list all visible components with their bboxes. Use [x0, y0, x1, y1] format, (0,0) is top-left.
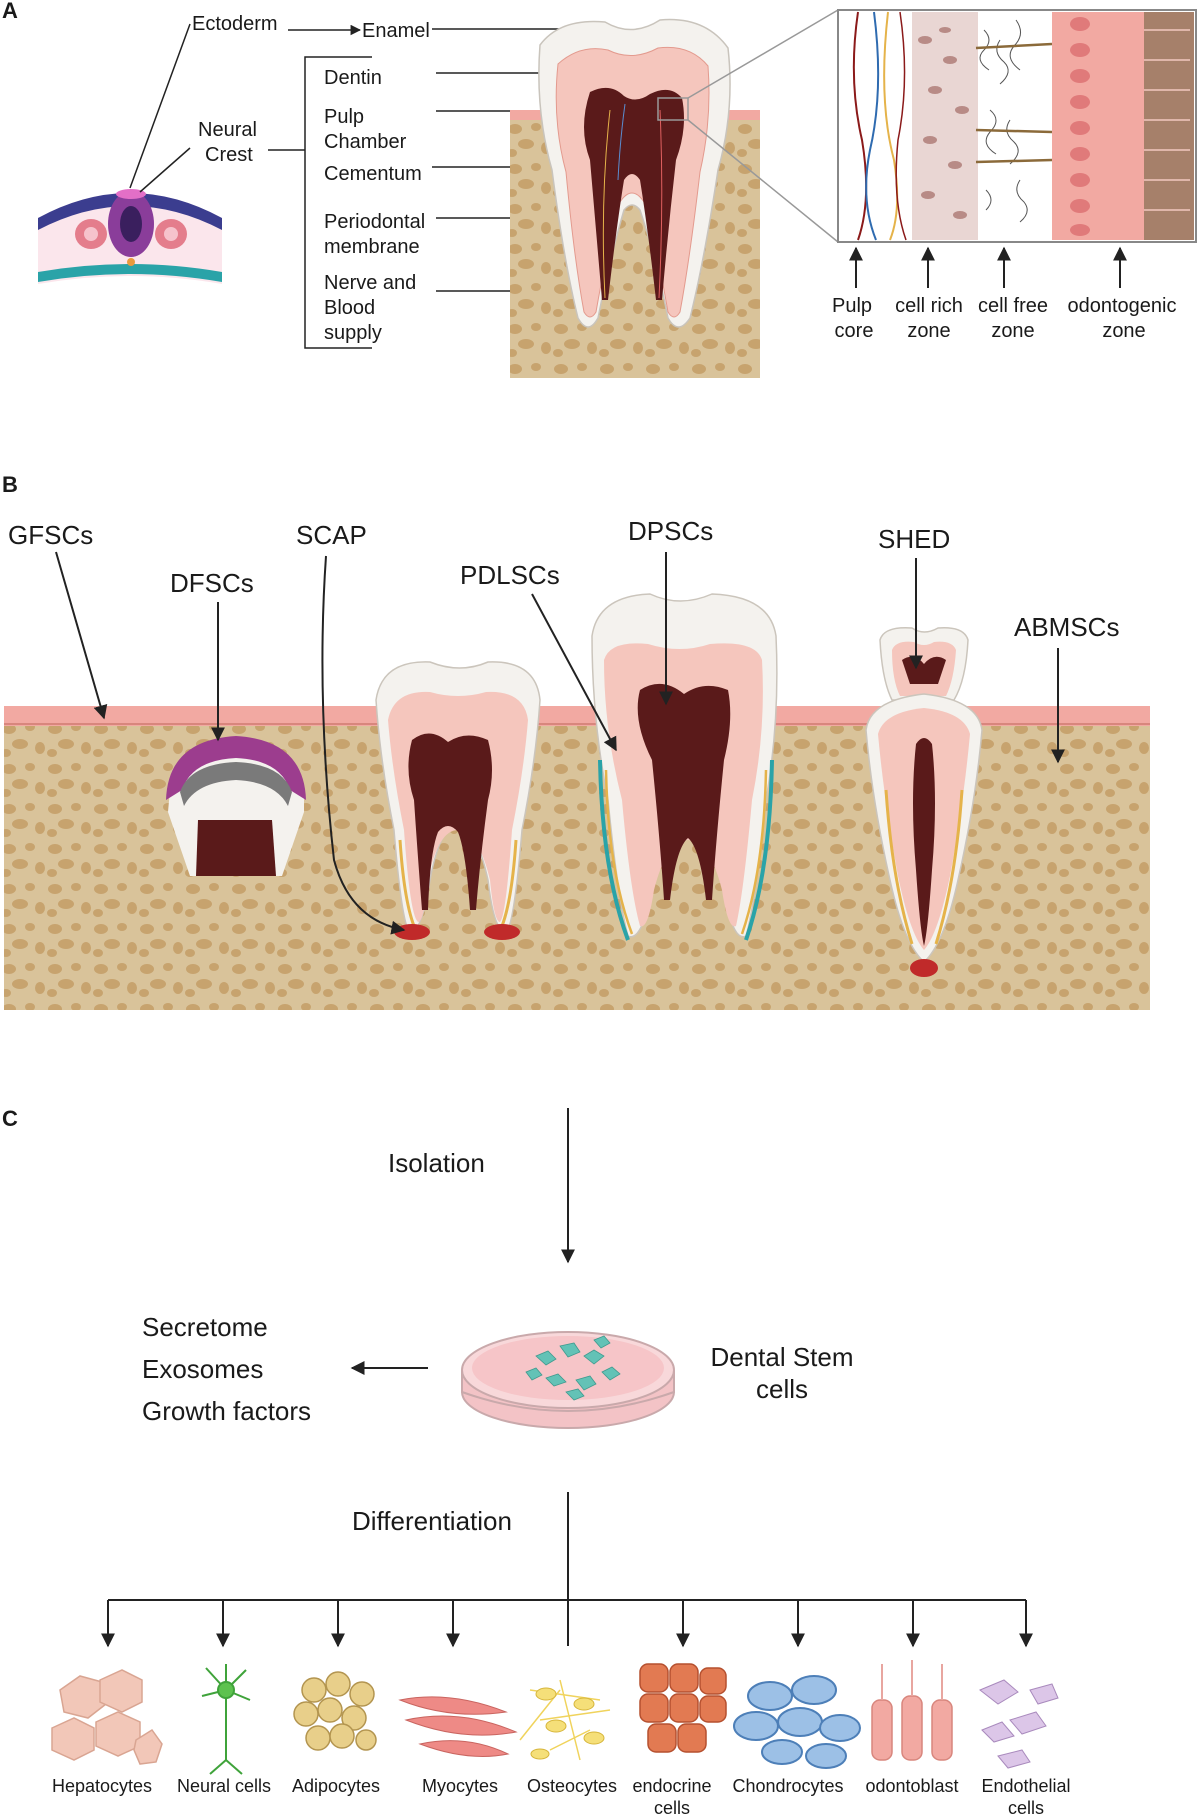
isolation-label: Isolation	[388, 1148, 485, 1178]
pdlscs-label: PDLSCs	[460, 560, 560, 590]
shed-label: SHED	[878, 524, 950, 554]
cell-label-6b: cells	[654, 1798, 690, 1818]
cell-label-1: Hepatocytes	[52, 1776, 152, 1796]
abmscs-label: ABMSCs	[1014, 612, 1119, 642]
pulp-chamber-label-2: Chamber	[324, 131, 407, 153]
osteocytes-icon	[519, 1679, 611, 1761]
chondrocytes-icon	[733, 1675, 861, 1769]
periodontal-membrane-label-2: membrane	[324, 236, 420, 258]
tooth-scap	[375, 661, 541, 940]
gfscs-label: GFSCs	[8, 520, 93, 550]
myocytes-icon	[398, 1696, 518, 1757]
dental-stem-cells-label-2: cells	[756, 1374, 808, 1404]
tooth-dpsc	[591, 593, 778, 941]
dfscs-label: DFSCs	[170, 568, 254, 598]
nerve-blood-label-3: supply	[324, 322, 382, 344]
cell-label-9b: cells	[1008, 1798, 1044, 1818]
zone-cell-free-1: cell free	[978, 295, 1048, 317]
differentiation-label: Differentiation	[352, 1506, 512, 1536]
cell-label-2: Neural cells	[177, 1776, 271, 1796]
neural-crest-label-1: Neural	[198, 119, 257, 141]
periodontal-membrane-label-1: Periodontal	[324, 211, 425, 233]
nerve-blood-label-1: Nerve and	[324, 272, 416, 294]
cell-label-5: Osteocytes	[527, 1776, 617, 1796]
tooth-cross-section	[510, 18, 760, 378]
embryo-illustration	[38, 189, 222, 284]
zone-cell-free-2: zone	[991, 320, 1034, 342]
pulp-chamber-label-1: Pulp	[324, 106, 364, 128]
dental-stem-cells-label-1: Dental Stem	[710, 1342, 853, 1372]
tooth-shed	[865, 627, 983, 977]
branch-arrows	[101, 1600, 1033, 1648]
panel-label-b: B	[2, 472, 18, 497]
zone-odontogenic-2: zone	[1102, 320, 1145, 342]
exosomes-label: Exosomes	[142, 1354, 263, 1384]
panel-label-a: A	[2, 0, 18, 23]
zone-cell-rich-2: zone	[907, 320, 950, 342]
nerve-blood-label-2: Blood	[324, 297, 375, 319]
secretome-label: Secretome	[142, 1312, 268, 1342]
pulp-zone-zoom	[837, 9, 1197, 243]
tooth-bud-dfsc	[166, 736, 306, 876]
zone-pulp-core-1: Pulp	[832, 295, 872, 317]
growth-factors-label: Growth factors	[142, 1396, 311, 1426]
cell-label-8: odontoblast	[865, 1776, 958, 1796]
zone-odontogenic-1: odontogenic	[1068, 295, 1177, 317]
endothelial-cells-icon	[979, 1679, 1059, 1769]
cell-label-3: Adipocytes	[292, 1776, 380, 1796]
cell-label-7: Chondrocytes	[732, 1776, 843, 1796]
endocrine-cells-icon	[639, 1663, 727, 1753]
zone-pulp-core-2: core	[835, 320, 874, 342]
dentin-label: Dentin	[324, 67, 382, 89]
panel-label-c: C	[2, 1106, 18, 1131]
dpscs-label: DPSCs	[628, 516, 713, 546]
neural-cells-icon	[201, 1664, 251, 1775]
cell-label-4: Myocytes	[422, 1776, 498, 1796]
petri-dish	[461, 1331, 675, 1429]
scap-label: SCAP	[296, 520, 367, 550]
adipocytes-icon	[293, 1671, 377, 1751]
neural-crest-label-2: Crest	[205, 144, 253, 166]
enamel-label: Enamel	[362, 20, 430, 42]
zone-cell-rich-1: cell rich	[895, 295, 963, 317]
ectoderm-label: Ectoderm	[192, 13, 278, 35]
cell-label-6a: endocrine	[632, 1776, 711, 1796]
odontoblast-icon	[871, 1660, 953, 1761]
cementum-label: Cementum	[324, 163, 422, 185]
cell-label-9a: Endothelial	[981, 1776, 1070, 1796]
hepatocytes-icon	[51, 1669, 163, 1765]
